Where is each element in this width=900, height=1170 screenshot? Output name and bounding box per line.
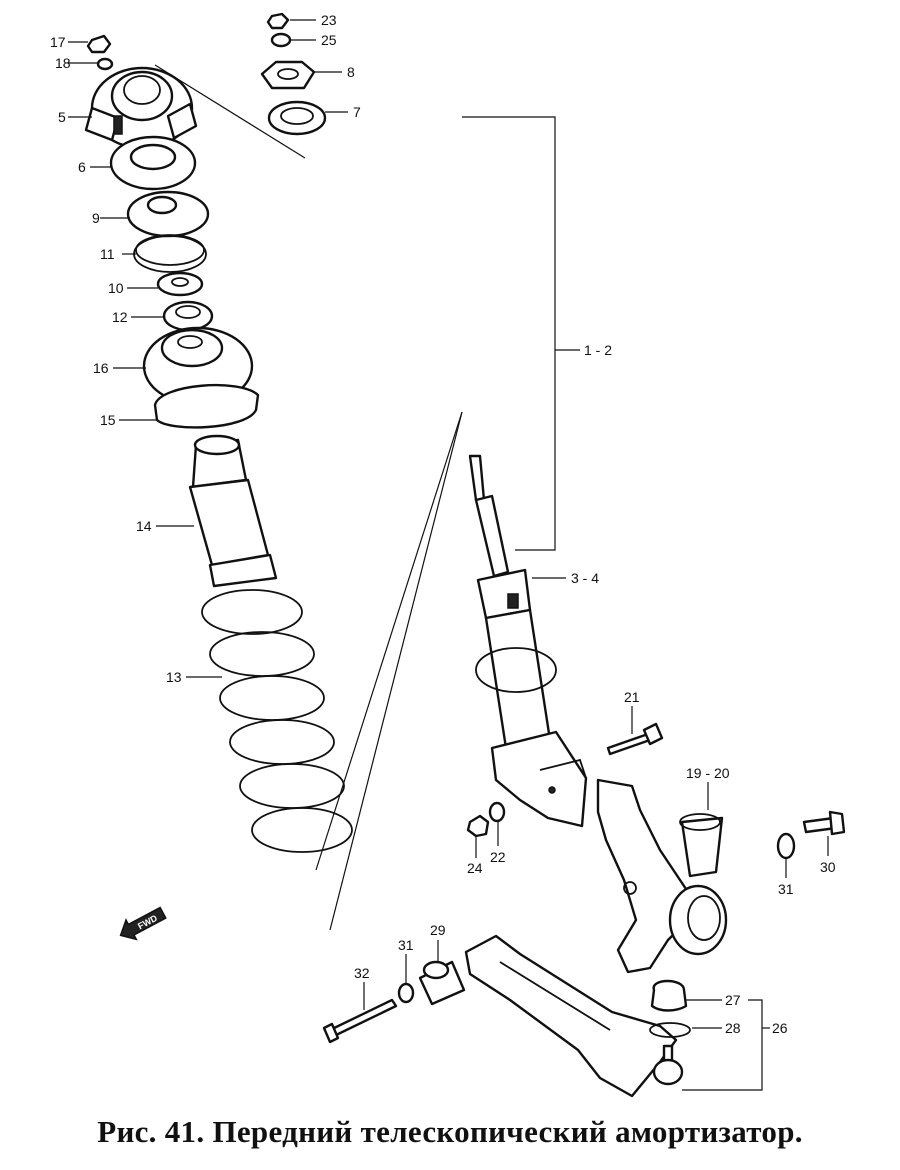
washer-part-31-left (397, 982, 415, 1004)
nut-part-8 (260, 60, 316, 90)
callout-25: 25 (321, 32, 337, 48)
callout-16: 16 (93, 360, 109, 376)
bumper-part-12 (162, 300, 214, 332)
callout-labels: 1 - 2 3 - 4 5 6 7 8 9 10 11 12 13 14 15 … (50, 12, 836, 1036)
bolt-part-30 (802, 810, 846, 836)
washer-part-7 (267, 100, 327, 136)
steering-knuckle-part-19-20 (596, 778, 728, 974)
callout-leaders (68, 19, 829, 1091)
bushing-part-29 (418, 960, 466, 1006)
callout-31-left: 31 (398, 937, 414, 953)
strut-part-3-4 (468, 454, 588, 828)
bracket-1-2 (462, 116, 580, 551)
callout-7: 7 (353, 104, 361, 120)
washer-part-10 (156, 271, 204, 297)
upper-spring-seat-part-16 (142, 326, 254, 406)
ball-joint-boot-part-27 (650, 979, 688, 1012)
callout-17: 17 (50, 34, 66, 50)
callout-27: 27 (725, 992, 741, 1008)
callout-3-4: 3 - 4 (571, 570, 599, 586)
callout-30: 30 (820, 859, 836, 875)
callout-22: 22 (490, 849, 506, 865)
washer-part-22 (488, 801, 506, 823)
callout-15: 15 (100, 412, 116, 428)
callout-19-20: 19 - 20 (686, 765, 730, 781)
coil-spring-part-13 (201, 589, 353, 853)
spring-insulator-part-15 (153, 383, 260, 429)
callout-1-2: 1 - 2 (584, 342, 612, 358)
callout-10: 10 (108, 280, 124, 296)
callout-26: 26 (772, 1020, 788, 1036)
top-mount-part-5 (84, 66, 198, 150)
callout-8: 8 (347, 64, 355, 80)
callout-5: 5 (58, 109, 66, 125)
callout-13: 13 (166, 669, 182, 685)
dust-boot-part-14 (188, 434, 278, 588)
forward-direction-arrow: FWD (119, 906, 167, 941)
callout-12: 12 (112, 309, 128, 325)
nut-part-24 (466, 814, 490, 838)
callout-23: 23 (321, 12, 337, 28)
bearing-part-6 (109, 135, 197, 191)
nut-part-17 (86, 34, 112, 54)
nut-part-23 (266, 12, 290, 30)
bolt-part-32 (322, 998, 398, 1044)
callout-11: 11 (100, 246, 115, 262)
clip-part-28 (649, 1022, 691, 1038)
callout-14: 14 (136, 518, 152, 534)
callout-29: 29 (430, 922, 446, 938)
callout-9: 9 (92, 210, 100, 226)
spring-seat-part-9 (126, 190, 210, 238)
washer-part-18 (96, 57, 114, 71)
washer-part-31-right (776, 832, 796, 860)
ball-joint-stud (652, 1044, 684, 1086)
callout-31-right: 31 (778, 881, 794, 897)
washer-part-25 (270, 32, 292, 48)
figure-caption: Рис. 41. Передний телескопический аморти… (97, 1114, 803, 1149)
ring-part-11 (133, 234, 207, 273)
callout-32: 32 (354, 965, 370, 981)
callout-21: 21 (624, 689, 640, 705)
bolt-part-21 (606, 722, 664, 756)
callout-18: 18 (55, 55, 71, 71)
callout-24: 24 (467, 860, 483, 876)
callout-6: 6 (78, 159, 86, 175)
callout-28: 28 (725, 1020, 741, 1036)
